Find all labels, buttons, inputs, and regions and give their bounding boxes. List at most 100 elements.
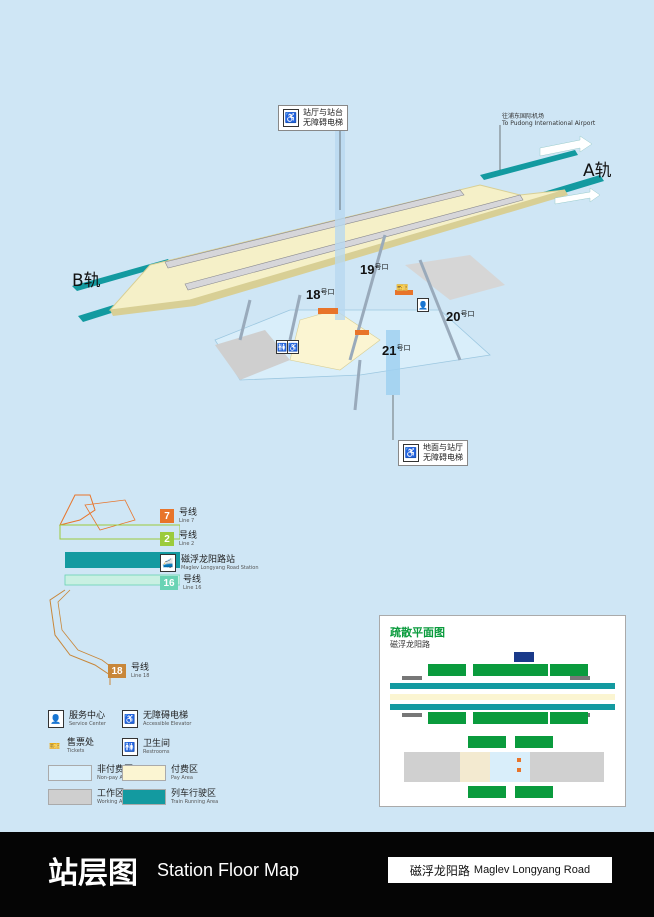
working-area-right (405, 255, 505, 300)
legend-nonpay-en: Non-pay Area (97, 775, 132, 781)
working-swatch (48, 789, 92, 805)
line-16-cn: 号线 (183, 575, 202, 585)
evac-title: 疏散平面图 (390, 626, 445, 639)
exit-sign (428, 664, 466, 676)
evac-subtitle: 磁浮龙阳路 (390, 640, 430, 649)
track-b-left (72, 259, 171, 291)
legend-elevator-cn: 无障碍电梯 (143, 711, 189, 721)
line-7-chip: 7 (160, 509, 174, 523)
station-name-en: Maglev Longyang Road (473, 864, 591, 876)
line-16-en: Line 16 (183, 585, 202, 591)
transfer-lines-diagram (49, 494, 180, 685)
ticket-icon: 🎫 (396, 283, 409, 294)
exit-21: 21号口 (382, 343, 411, 358)
line-18-chip: 18 (108, 664, 126, 678)
legend-pay-cn: 付费区 (171, 765, 199, 775)
airport-note-en: To Pudong International Airport (502, 120, 596, 127)
accessible-elevator-icon: ♿ (403, 444, 419, 462)
accessible-icon: ♿ (287, 340, 299, 354)
service-center-icon: 👤 (48, 710, 64, 728)
line-2-chip: 2 (160, 532, 174, 546)
elevator-callout-bottom: ♿ 地面与站厅无障碍电梯 (398, 440, 468, 466)
callout-bottom-line2: 无障碍电梯 (423, 453, 463, 462)
maglev-icon: 🚄 (160, 554, 176, 572)
exit-sign (515, 786, 553, 798)
callout-top-line1: 站厅与站台 (303, 108, 343, 117)
elevator-callout-top: ♿ 站厅与站台无障碍电梯 (278, 105, 348, 131)
restroom-icon: 🚻 (122, 738, 138, 756)
footer-title-en: Station Floor Map (157, 860, 300, 880)
exit-sign (468, 786, 506, 798)
legend-service-cn: 服务中心 (69, 711, 106, 721)
pay-swatch (122, 765, 166, 781)
station-3d-illustration (72, 120, 604, 440)
track-b-label: B轨 (72, 271, 101, 291)
legend-pay-en: Pay Area (171, 775, 193, 781)
line-16-chip: 16 (160, 576, 178, 590)
airport-note-cn: 往浦东国际机场 (502, 113, 545, 120)
working-area-left (215, 330, 290, 380)
elevator-shaft-lower (386, 330, 400, 395)
maglev-cn: 磁浮龙阳路站 (181, 555, 236, 565)
legend-service-en: Service Center (69, 721, 106, 727)
legend-running-cn: 列车行驶区 (171, 789, 217, 799)
accessible-elevator-icon: ♿ (283, 109, 299, 127)
evac-map (390, 652, 615, 782)
legend-working-cn: 工作区 (97, 789, 125, 799)
station-name-cn: 磁浮龙阳路 (409, 863, 470, 878)
evacuation-plan: 疏散平面图 磁浮龙阳路 (379, 615, 626, 807)
exit-sign (428, 712, 466, 724)
footer-title-cn: 站层图 (48, 856, 138, 891)
line-7-cn: 号线 (179, 508, 198, 518)
exit-sign (550, 712, 588, 724)
exit-sign (510, 664, 548, 676)
exit-20: 20号口 (446, 309, 475, 324)
exit-sign (510, 712, 548, 724)
nonpay-swatch (48, 765, 92, 781)
exit-19: 19号口 (360, 262, 389, 277)
train-lower (184, 194, 524, 291)
tickets-icon: 🎫 (49, 740, 61, 751)
train-upper (164, 189, 465, 269)
line-2-cn: 号线 (179, 531, 198, 541)
station-name-box: 磁浮龙阳路 Maglev Longyang Road (388, 857, 612, 883)
exit-sign (550, 664, 588, 676)
legend-restrooms-cn: 卫生间 (143, 739, 171, 749)
legend-working-en: Working Area (97, 799, 131, 805)
exit-sign (473, 664, 511, 676)
exit-18: 18号口 (306, 287, 335, 302)
legend-tickets-en: Tickets (67, 748, 85, 754)
airport-note: 往浦东国际机场 To Pudong International Airport (502, 113, 595, 127)
service-icon: 👤 (417, 298, 429, 312)
legend-restrooms-en: Restrooms (143, 749, 170, 755)
line-18-en: Line 18 (131, 673, 150, 679)
exit-sign (515, 736, 553, 748)
line-7-en: Line 7 (179, 518, 195, 524)
legend-running-en: Train Running Area (171, 799, 219, 805)
exit-sign (468, 736, 506, 748)
line-18-cn: 号线 (131, 663, 150, 673)
legend-tickets-cn: 售票处 (67, 738, 95, 748)
running-swatch (122, 789, 166, 805)
line-2-en: Line 2 (179, 541, 195, 547)
callout-top-line2: 无障碍电梯 (303, 118, 343, 127)
callout-bottom-line1: 地面与站厅 (423, 443, 463, 452)
exit-sign (473, 712, 511, 724)
legend-nonpay-cn: 非付费区 (97, 765, 134, 775)
elevator-shaft-upper (335, 120, 345, 320)
track-a-right (480, 150, 578, 180)
footer-bar: 站层图 Station Floor Map 磁浮龙阳路 Maglev Longy… (0, 832, 654, 917)
maglev-en: Maglev Longyang Road Station (181, 565, 259, 571)
track-a-label: A轨 (583, 161, 612, 181)
